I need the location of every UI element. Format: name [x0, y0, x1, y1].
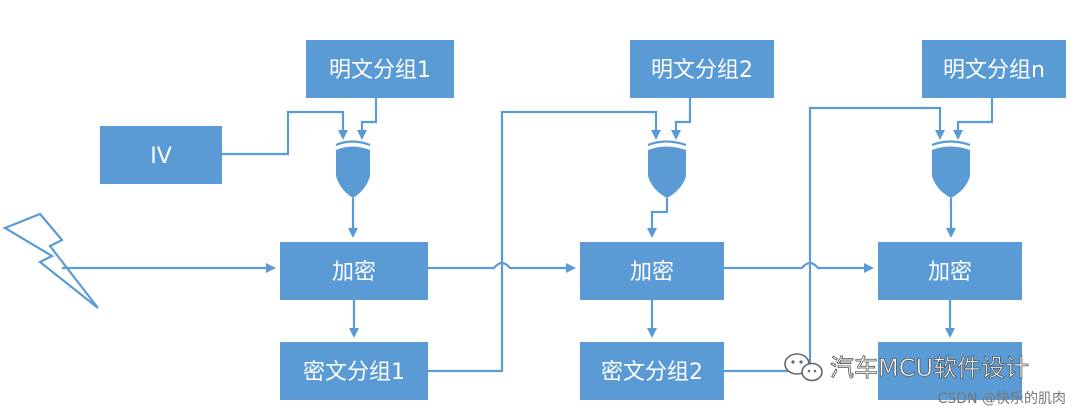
plaintext-block-n: 明文分组n — [922, 40, 1066, 98]
plaintext-block-2: 明文分组2 — [630, 40, 774, 98]
plaintext-label-n: 明文分组n — [943, 58, 1045, 83]
ciphertext-block-1: 密文分组1 — [280, 342, 428, 400]
lightning-icon — [2, 212, 99, 309]
wechat-watermark: 汽车MCU软件设计 — [784, 353, 1029, 382]
csdn-watermark: CSDN @快乐的肌肉 — [938, 391, 1066, 407]
wechat-account-text: 汽车MCU软件设计 — [830, 354, 1029, 382]
encrypt-label-n: 加密 — [928, 260, 972, 285]
xor-gate-n — [931, 140, 971, 198]
encrypt-label-2: 加密 — [630, 260, 674, 285]
ciphertext-block-n — [878, 342, 1022, 400]
iv-box: IV — [100, 126, 222, 184]
encrypt-label-1: 加密 — [332, 260, 376, 285]
encrypt-box-2: 加密 — [580, 242, 724, 300]
connectors — [62, 98, 994, 373]
iv-label: IV — [150, 144, 172, 169]
ciphertext-label-2: 密文分组2 — [601, 360, 703, 385]
plaintext-block-1: 明文分组1 — [306, 40, 454, 98]
plaintext-label-2: 明文分组2 — [651, 58, 753, 83]
xor-gate-2 — [647, 140, 687, 198]
ciphertext-block-2: 密文分组2 — [580, 342, 724, 400]
wechat-icon — [784, 353, 823, 382]
xor-gate-1 — [335, 140, 371, 198]
encrypt-box-1: 加密 — [280, 242, 428, 300]
plaintext-label-1: 明文分组1 — [329, 58, 431, 83]
ciphertext-label-1: 密文分组1 — [303, 360, 405, 385]
encrypt-box-n: 加密 — [878, 242, 1022, 300]
